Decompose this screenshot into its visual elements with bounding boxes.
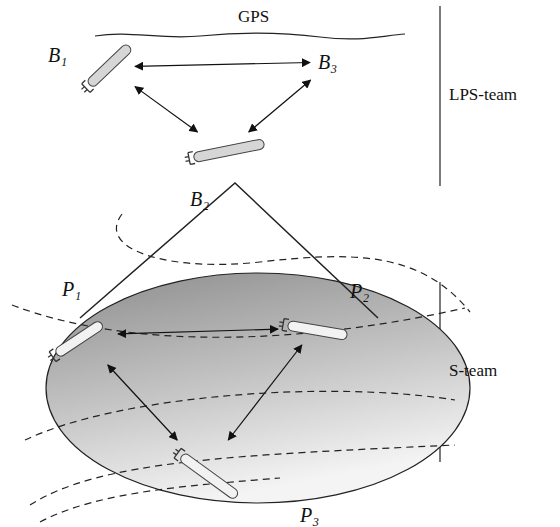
robot-node: P₁: [40, 272, 118, 365]
robot-node: P₃: [168, 440, 330, 527]
robot-icon: [46, 319, 105, 364]
robot-node: B₂: [178, 132, 272, 212]
robot-icon: [278, 318, 348, 341]
robot-icon: [79, 42, 134, 95]
robot-label: P₂: [350, 280, 369, 302]
annotation-label: GPS: [238, 8, 269, 27]
link-arrow: [228, 345, 302, 440]
surveyed-region: [46, 273, 470, 503]
robot-icon: [184, 138, 265, 166]
link-arrow: [249, 80, 311, 132]
robot-icon: [171, 446, 240, 501]
view-cone: [80, 183, 378, 318]
link-arrow: [135, 62, 310, 66]
gps-wave: [95, 33, 405, 39]
link-arrow: [108, 365, 177, 440]
team-bracket: [439, 6, 440, 186]
robot-node: B₃: [310, 45, 355, 80]
annotation-label: S-team: [449, 362, 497, 381]
link-arrow: [118, 329, 278, 334]
link-arrow: [135, 87, 197, 132]
robot-label: B₁: [48, 44, 67, 66]
robot-label: B₃: [318, 51, 337, 73]
robot-label: B₂: [190, 188, 209, 210]
robot-node: B₁: [40, 32, 135, 95]
annotation-label: LPS-team: [449, 86, 517, 105]
contour-line: [25, 391, 455, 440]
contour-line: [116, 214, 470, 312]
contour-line: [40, 478, 280, 522]
robot-node: P₂: [278, 275, 385, 345]
robot-label: P₃: [300, 504, 319, 526]
robot-label: P₁: [62, 278, 81, 300]
contour-line: [30, 445, 455, 505]
